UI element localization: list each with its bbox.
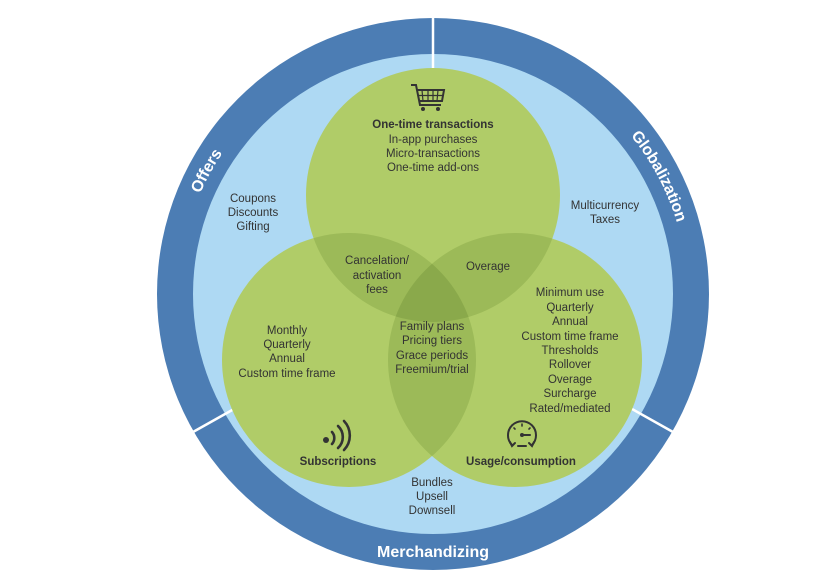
usage-item: Thresholds — [542, 345, 599, 357]
overlap-label: Overage — [466, 261, 510, 273]
overlap-label: fees — [366, 284, 388, 296]
merchandizing-item: Downsell — [409, 505, 456, 517]
offers-items: Coupons Discounts Gifting — [228, 193, 279, 233]
usage-item: Annual — [552, 316, 588, 328]
sector-label-merchandizing: Merchandizing — [377, 544, 489, 561]
subscriptions-item: Monthly — [267, 325, 308, 337]
globalization-item: Multicurrency — [571, 200, 640, 212]
usage-item: Custom time frame — [521, 331, 618, 343]
merchandizing-item: Bundles — [411, 477, 453, 489]
offers-item: Coupons — [230, 193, 276, 205]
merchandizing-items: Bundles Upsell Downsell — [409, 477, 456, 517]
usage-item: Overage — [548, 374, 592, 386]
one-time-item: Micro-transactions — [386, 148, 480, 160]
overlap-label: Cancelation/ — [345, 255, 410, 267]
globalization-item: Taxes — [590, 214, 620, 226]
shopping-cart-icon — [411, 84, 446, 111]
usage-item: Surcharge — [543, 388, 596, 400]
subscriptions-item: Annual — [269, 353, 305, 365]
globalization-items: Multicurrency Taxes — [571, 200, 640, 226]
overlap-label: activation — [353, 270, 402, 282]
subscriptions-item: Custom time frame — [238, 368, 335, 380]
circle-title-usage: Usage/consumption — [466, 456, 576, 468]
signal-waves-icon — [323, 419, 352, 452]
circle-title-one-time: One-time transactions — [372, 119, 493, 131]
offers-item: Gifting — [236, 221, 269, 233]
usage-item: Quarterly — [546, 302, 594, 314]
divider-left — [192, 407, 235, 434]
subscriptions-item: Quarterly — [263, 339, 311, 351]
overlap-label: Family plans — [400, 321, 465, 333]
divider-right — [631, 407, 674, 434]
overlap-label: Grace periods — [396, 350, 468, 362]
speedometer-icon — [507, 420, 537, 448]
merchandizing-item: Upsell — [416, 491, 448, 503]
usage-item: Rated/mediated — [529, 403, 610, 415]
sector-dividers — [192, 16, 674, 434]
offers-item: Discounts — [228, 207, 279, 219]
circle-title-subscriptions: Subscriptions — [300, 456, 377, 468]
one-time-item: In-app purchases — [389, 134, 478, 146]
usage-item: Minimum use — [536, 287, 604, 299]
one-time-item: One-time add-ons — [387, 162, 479, 174]
overlap-all-three — [388, 233, 476, 322]
overlap-label: Pricing tiers — [402, 335, 462, 347]
usage-item: Rollover — [549, 359, 591, 371]
overlap-label: Freemium/trial — [395, 364, 468, 376]
